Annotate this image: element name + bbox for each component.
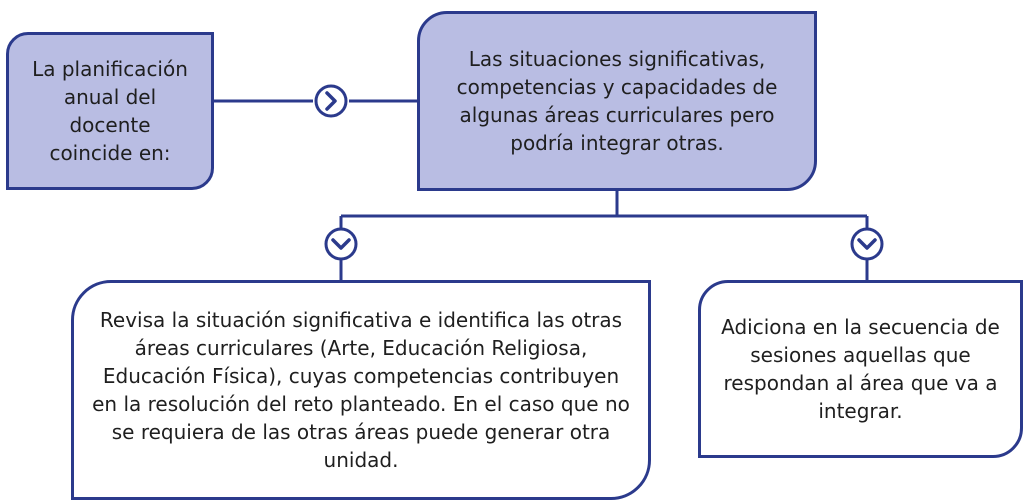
left-result-box: Revisa la situación significativa e iden… [71, 280, 651, 500]
chevron-right-icon [314, 84, 348, 118]
start-box: La planificación anual del docente coinc… [6, 32, 214, 190]
chevron-down-icon [850, 227, 884, 261]
right-result-box-text: Adiciona en la secuencia de sesiones aqu… [721, 315, 1000, 423]
chevron-down-icon [324, 227, 358, 261]
right-result-box: Adiciona en la secuencia de sesiones aqu… [698, 280, 1023, 458]
condition-box-text: Las situaciones significativas, competen… [456, 47, 778, 155]
condition-box: Las situaciones significativas, competen… [417, 11, 817, 191]
left-result-box-text: Revisa la situación significativa e iden… [92, 308, 630, 472]
start-box-text: La planificación anual del docente coinc… [32, 57, 188, 165]
